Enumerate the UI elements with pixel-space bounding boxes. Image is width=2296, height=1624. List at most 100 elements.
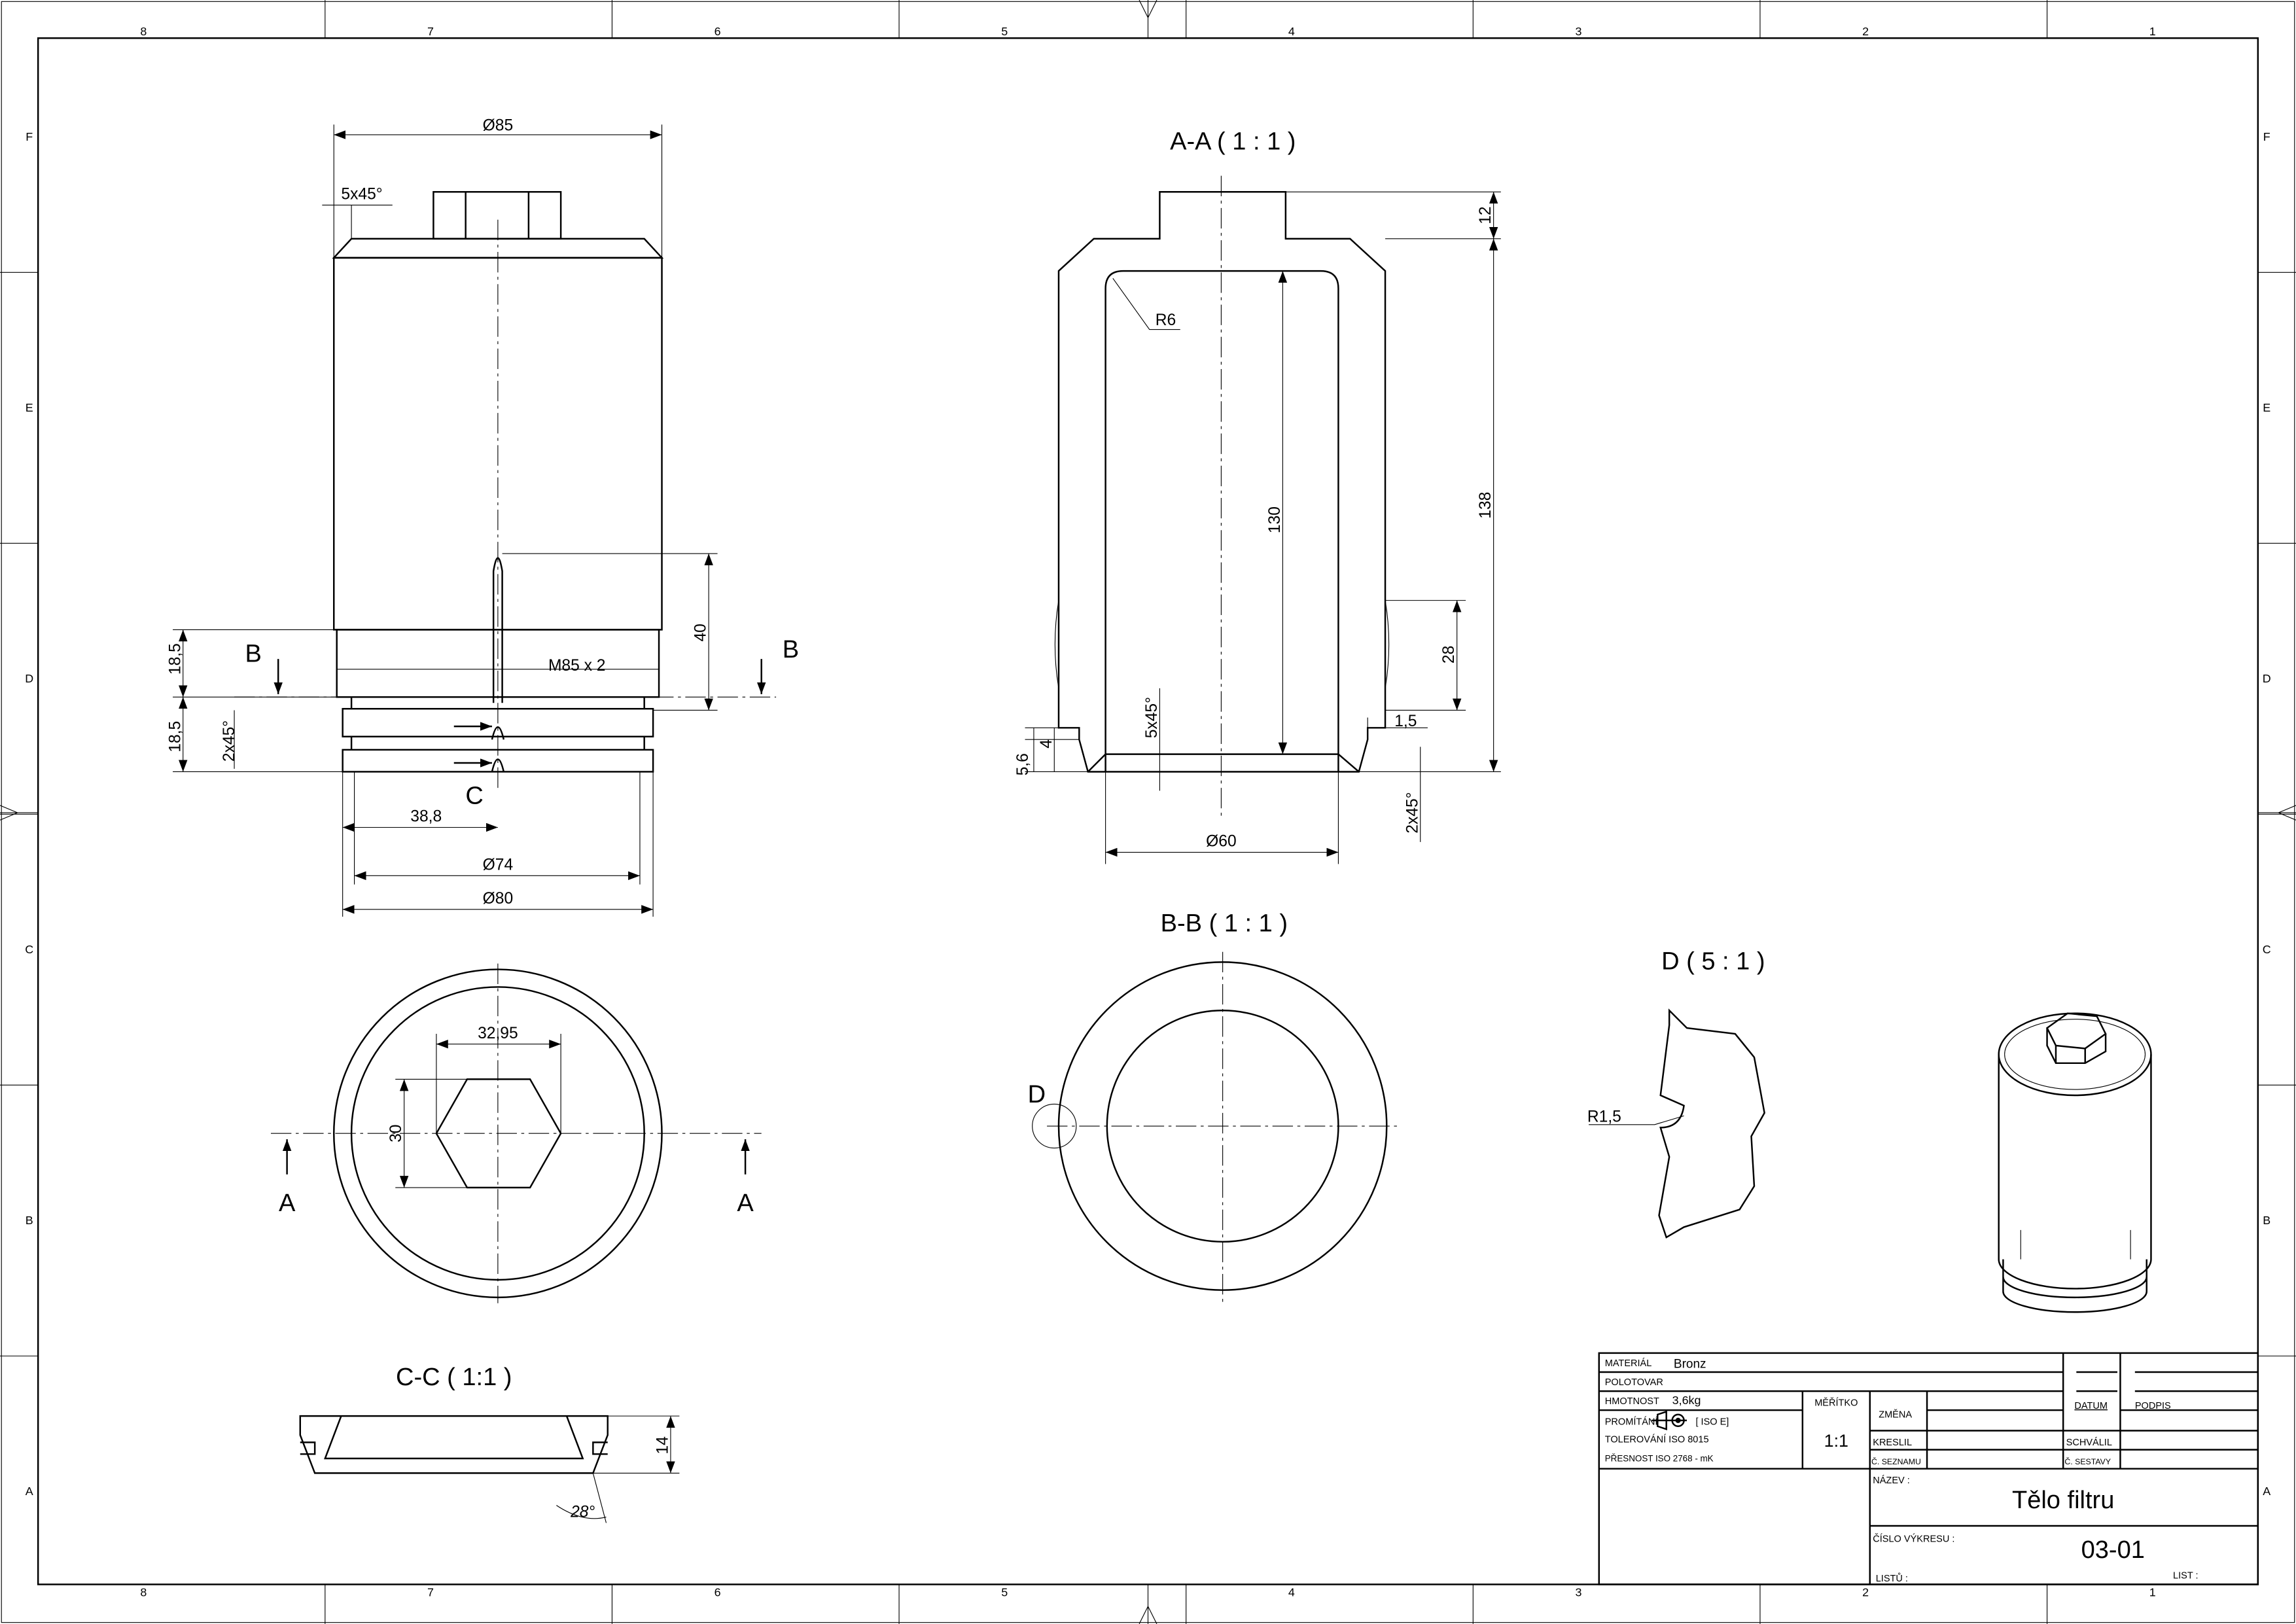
- dim-w3295: 32,95: [478, 1025, 518, 1042]
- section-bb-title: B-B ( 1 : 1 ): [1161, 909, 1288, 937]
- section-cc-view: C-C ( 1:1 ) 14 28°: [299, 1364, 680, 1523]
- dim-d74: Ø74: [483, 856, 514, 874]
- dim-h12: 12: [1477, 206, 1494, 224]
- zone-column-label: 5: [1001, 25, 1008, 38]
- dim-h28: 28: [1440, 646, 1458, 663]
- zone-row-label: C: [2263, 943, 2271, 956]
- material-label: MATERIÁL: [1605, 1358, 1652, 1369]
- zone-row-label: A: [26, 1485, 33, 1498]
- scale-value: 1:1: [1824, 1431, 1848, 1451]
- section-aa-view: A-A ( 1 : 1 ) 12 138 130 28 R6 5x45° 1,5…: [1014, 128, 1501, 864]
- section-bb-view: B-B ( 1 : 1 ) D: [1028, 909, 1399, 1303]
- section-a-right: A: [737, 1190, 754, 1217]
- assembly-number-label: Č. SESTAVY: [2064, 1456, 2111, 1466]
- dim-chamfer-2x45: 2x45°: [221, 720, 238, 762]
- drawing-number-label: ČÍSLO VÝKRESU :: [1873, 1534, 1954, 1545]
- zone-row-label: B: [26, 1214, 33, 1227]
- sheets-count-label: LISTŮ :: [1876, 1572, 1908, 1584]
- zone-column-label: 4: [1288, 1585, 1295, 1598]
- dim-chamfer-2x45-aa: 2x45°: [1404, 792, 1421, 834]
- zone-column-label: 2: [1862, 1585, 1869, 1598]
- zone-row-label: C: [25, 943, 33, 956]
- zone-column-label: 7: [427, 1585, 434, 1598]
- dim-h14: 14: [654, 1436, 671, 1454]
- tolerance-text: TOLEROVÁNÍ ISO 8015: [1605, 1434, 1709, 1445]
- dim-chamfer-5x45: 5x45°: [1143, 697, 1161, 738]
- zone-column-label: 1: [2149, 25, 2156, 38]
- projection-standard: [ ISO E]: [1695, 1417, 1729, 1428]
- scale-label: MĚŘÍTKO: [1814, 1397, 1858, 1408]
- detail-d-label: D: [1028, 1081, 1046, 1108]
- dim-d60: Ø60: [1206, 833, 1237, 851]
- detail-d-marker: [1032, 1103, 1077, 1149]
- dim-thread: M85 x 2: [548, 657, 606, 675]
- dim-l388: 38,8: [410, 808, 442, 826]
- section-c-label: C: [465, 783, 483, 810]
- detail-d-title: D ( 5 : 1 ): [1661, 948, 1765, 976]
- date-label: DATUM: [2074, 1401, 2108, 1411]
- dim-h18-lower: 18,5: [166, 721, 184, 752]
- dim-angle-28: 28°: [570, 1504, 595, 1521]
- drawing-name: Tělo filtru: [2012, 1487, 2114, 1514]
- dim-w15: 1,5: [1394, 713, 1417, 730]
- polotovar-label: POLOTOVAR: [1605, 1377, 1663, 1388]
- section-a-left: A: [279, 1190, 296, 1217]
- top-view: 32,95 30 A A: [271, 963, 762, 1303]
- zone-row-label: E: [26, 401, 33, 414]
- mass-value: 3,6kg: [1672, 1394, 1701, 1407]
- accuracy-text: PŘESNOST ISO 2768 - mK: [1605, 1454, 1714, 1464]
- zone-column-label: 7: [427, 25, 434, 38]
- zone-row-label: D: [2263, 672, 2271, 685]
- isometric-view: [1998, 1012, 2152, 1313]
- dim-d85: Ø85: [483, 116, 514, 134]
- zone-row-label: E: [2263, 401, 2270, 414]
- zone-row-label: B: [2263, 1214, 2270, 1227]
- mass-label: HMOTNOST: [1605, 1396, 1659, 1407]
- zone-column-label: 1: [2149, 1585, 2156, 1598]
- dim-h40: 40: [692, 624, 710, 641]
- zone-column-label: 6: [715, 1585, 721, 1598]
- zone-column-label: 2: [1862, 25, 1869, 38]
- dim-h30: 30: [387, 1125, 405, 1142]
- front-view: Ø85 5x45° M85 x 2 40 18,5 18,5 2x45° B B…: [166, 116, 799, 917]
- dim-r6: R6: [1156, 311, 1176, 329]
- projection-label: PROMÍTÁNÍ: [1605, 1417, 1659, 1428]
- zone-row-label: A: [2263, 1485, 2270, 1498]
- section-cc-title: C-C ( 1:1 ): [396, 1364, 512, 1391]
- dim-r15: R1,5: [1587, 1108, 1621, 1125]
- dim-h56: 5,6: [1014, 753, 1032, 775]
- material-value: Bronz: [1674, 1357, 1706, 1371]
- section-b-left: B: [245, 641, 261, 668]
- section-b-right: B: [783, 636, 799, 663]
- dim-h4: 4: [1038, 739, 1055, 749]
- zone-row-label: F: [26, 130, 33, 143]
- zone-row-label: D: [25, 672, 33, 685]
- name-label: NÁZEV :: [1873, 1475, 1910, 1486]
- dim-h138: 138: [1477, 492, 1494, 519]
- signature-label: PODPIS: [2135, 1401, 2171, 1411]
- zone-column-label: 8: [140, 1585, 147, 1598]
- zone-column-label: 4: [1288, 25, 1295, 38]
- section-aa-title: A-A ( 1 : 1 ): [1170, 128, 1296, 155]
- zone-column-label: 6: [715, 25, 721, 38]
- change-label: ZMĚNA: [1879, 1409, 1912, 1420]
- list-number-label: Č. SEZNAMU: [1871, 1456, 1921, 1466]
- sheet-number-label: LIST :: [2173, 1571, 2199, 1581]
- dim-chamfer: 5x45°: [341, 185, 382, 203]
- zone-column-label: 8: [140, 25, 147, 38]
- zone-column-label: 3: [1575, 1585, 1581, 1598]
- detail-d-view: D ( 5 : 1 ) R1,5: [1587, 948, 1765, 1239]
- drawing-number: 03-01: [2081, 1536, 2145, 1564]
- dim-h18-upper: 18,5: [166, 643, 184, 675]
- dim-d80: Ø80: [483, 890, 514, 908]
- dim-h130: 130: [1266, 506, 1284, 533]
- zone-column-label: 5: [1001, 1585, 1008, 1598]
- approved-label: SCHVÁLIL: [2066, 1437, 2112, 1448]
- zone-row-label: F: [2263, 130, 2270, 143]
- drawn-label: KRESLIL: [1873, 1438, 1912, 1448]
- title-block: MATERIÁL Bronz POLOTOVAR HMOTNOST 3,6kg …: [1598, 1352, 2259, 1585]
- projection-symbol-icon: [1651, 1410, 1687, 1430]
